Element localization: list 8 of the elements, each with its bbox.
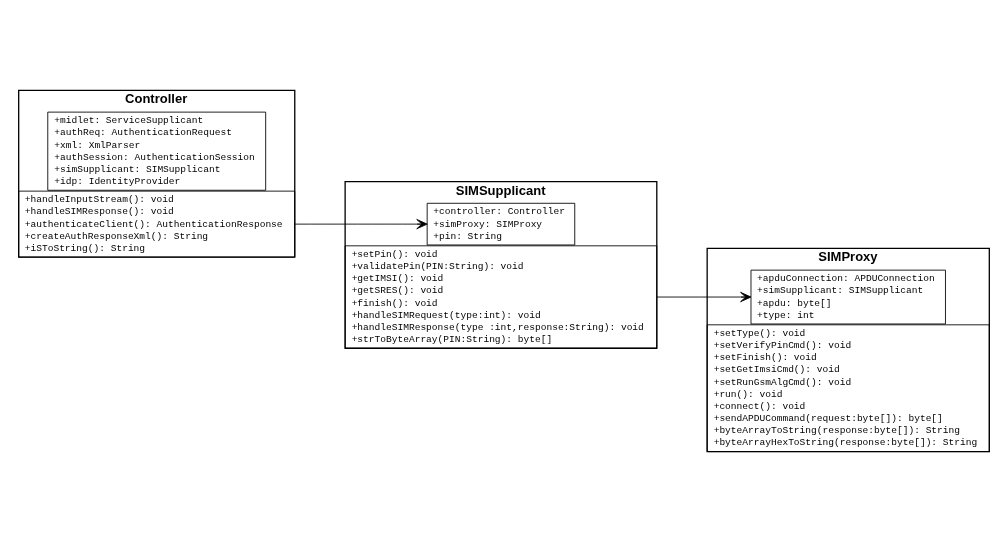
node-box: +controller: Controller +simProxy: SIMProxy +pin: String — [426, 202, 576, 246]
node-box: +handleInputStream(): void +handleSIMResponse(): void +authenticateClient(): AuthenticationResponse +createAuthResponseXml(): String +iSToString(): String — [18, 190, 296, 258]
node-box: +midlet: ServiceSupplicant +authReq: AuthenticationRequest +xml: XmlParser +authSession: AuthenticationSession +simSupplicant: SIMSupplicant +idp: IdentityProvider — [47, 111, 267, 191]
node-box: +apduConnection: APDUConnection +simSupplicant: SIMSupplicant +apdu: byte[] +type: int — [750, 269, 946, 325]
arrow — [294, 219, 428, 230]
arrow — [656, 291, 752, 303]
node-box: +setType(): void +setVerifyPinCmd(): void +setFinish(): void +setGetImsiCmd(): void +setRunGsmAlgCmd(): void +run(): void +connect(): void +sendAPDUCommand(request:byte[]): byte[] +byteArrayToString(response:byte[]): String +byteArrayHexToString(response:byte[]): String — [706, 324, 990, 452]
node-box: +setPin(): void +validatePin(PIN:String): void +getIMSI(): void +getSRES(): void +finish(): void +handleSIMRequest(type:int): void +handleSIMResponse(type :int,response:String): void +strToByteArray(PIN:String): byte[] — [344, 245, 658, 349]
